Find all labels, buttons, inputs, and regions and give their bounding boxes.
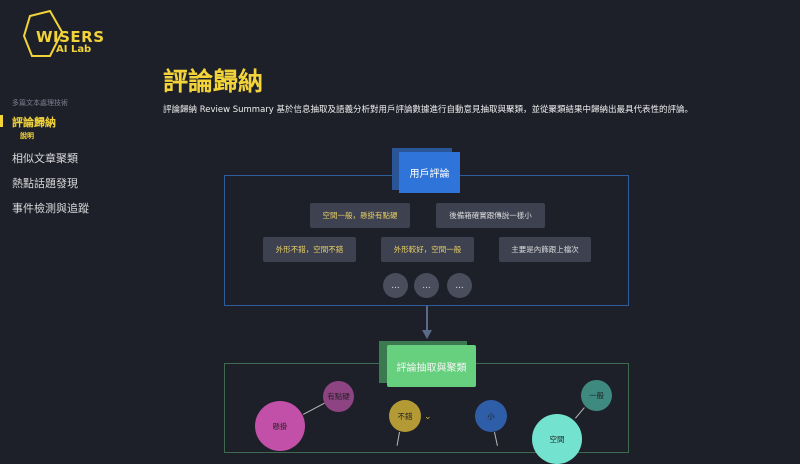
more-dot: ... [447,273,472,298]
sidebar-subitem-description[interactable]: 說明 [20,132,34,140]
extract-cluster-node: 評論抽取與聚類 [387,345,476,387]
page-title: 評論歸納 [163,67,264,96]
review-card: 外形較好，空間一般 [381,237,474,262]
more-dot: ... [383,273,408,298]
sidebar-item-event-detection[interactable]: 事件檢測與追蹤 [12,202,89,215]
logo-text: WISERS [36,28,105,46]
cluster-circle: 懸掛 [255,401,305,451]
cluster-circle: 小 [475,400,507,432]
active-indicator [0,115,3,127]
cluster-circle: 空間 [532,414,582,464]
sidebar-section-label: 多篇文本處理技術 [12,99,68,107]
arrow-head-icon [422,330,432,339]
sidebar-item-article-clustering[interactable]: 相似文章聚類 [12,152,78,165]
cluster-circle: 一般 [581,380,612,411]
more-dot: ... [414,273,439,298]
review-card: 後備箱確實跟傳說一樣小 [436,203,545,228]
review-card: 外形不錯，空間不錯 [263,237,356,262]
user-reviews-node: 用戶評論 [399,152,460,193]
page-description: 評論歸納 Review Summary 基於信息抽取及語義分析對用戶評論數據進行… [163,105,694,115]
logo-subtext: AI Lab [56,44,92,55]
review-card: 空間一般，懸掛有點硬 [310,203,410,228]
logo-hexagon [22,10,64,57]
cluster-circle: 不錯 [389,400,421,432]
sidebar-item-hot-topics[interactable]: 熱點話題發現 [12,177,78,190]
review-card: 主要是內飾跟上檔次 [499,237,591,262]
cluster-circle: 有點硬 [323,381,354,412]
sidebar-item-review-summary[interactable]: 評論歸納 [12,116,56,129]
flow-arrow [426,306,428,332]
chevron-down-icon[interactable]: ⌄ [424,412,432,422]
